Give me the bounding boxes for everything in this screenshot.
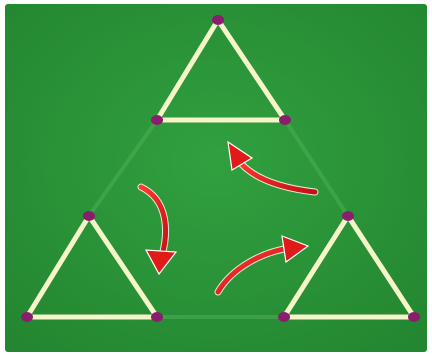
matchstick-icon[interactable]	[345, 213, 417, 320]
curved-arrow-icon	[227, 140, 319, 196]
matchstick-icon[interactable]	[281, 213, 351, 320]
matchstick-icon[interactable]	[154, 17, 221, 123]
match-heads	[21, 15, 420, 322]
triangle-left	[24, 213, 160, 320]
triangle-right	[281, 213, 417, 320]
triangle-top	[154, 17, 288, 123]
move-arrows	[137, 140, 319, 296]
match-head-icon	[278, 312, 290, 322]
ghost-big-triangle	[87, 118, 350, 319]
matchstick-icon[interactable]	[215, 17, 288, 123]
match-head-icon	[212, 15, 224, 25]
curved-arrow-icon	[137, 183, 178, 276]
match-head-icon	[279, 115, 291, 125]
matchstick-icon[interactable]	[24, 213, 92, 320]
match-head-icon	[342, 211, 354, 221]
match-head-icon	[21, 312, 33, 322]
felt-texture	[5, 4, 427, 352]
match-head-icon	[151, 312, 163, 322]
matchstick-icon[interactable]	[86, 213, 160, 320]
match-head-icon	[151, 115, 163, 125]
match-head-icon	[83, 211, 95, 221]
match-head-icon	[408, 312, 420, 322]
curved-arrow-icon	[214, 235, 310, 296]
